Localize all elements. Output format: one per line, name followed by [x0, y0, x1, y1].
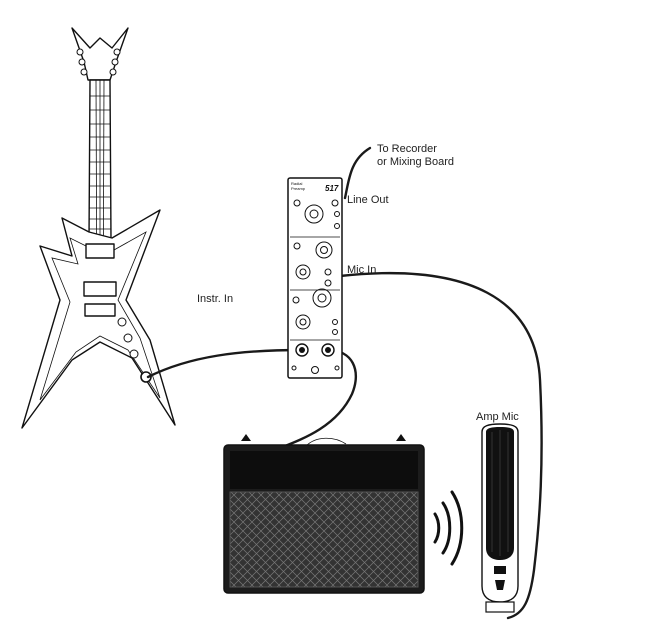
microphone-icon: [481, 423, 519, 613]
preamp-brand-line2: Preamp: [291, 186, 306, 191]
instr-in-label: Instr. In: [197, 293, 233, 305]
cables: [146, 146, 543, 620]
preamp-brand-line1: Radial: [291, 181, 302, 186]
destination-label-line2: or Mixing Board: [377, 156, 454, 168]
amplifier-icon: [223, 434, 425, 594]
sound-waves-icon: [433, 490, 464, 566]
preamp-model-number: 517: [325, 184, 339, 193]
instrument-cable: [146, 348, 304, 379]
preamp-jacks: [291, 343, 340, 374]
destination-label-line1: To Recorder: [377, 143, 437, 155]
mic-in-label: Mic In: [347, 264, 376, 276]
amp-mic-label: Amp Mic: [476, 411, 519, 423]
mic-badge-icon: [494, 566, 506, 574]
tuning-pegs-icon: [76, 48, 121, 76]
output-jack-icon: [140, 371, 152, 383]
mic-cable: [338, 272, 543, 620]
line-out-cable: [343, 146, 372, 200]
amp-grille: [229, 491, 419, 588]
preamp-module-icon: Radial Preamp 517: [287, 177, 343, 379]
amp-handle-icon: [305, 437, 347, 447]
amp-send-cable: [273, 348, 357, 452]
line-out-label: Line Out: [347, 194, 389, 206]
guitar-icon: [21, 27, 176, 429]
